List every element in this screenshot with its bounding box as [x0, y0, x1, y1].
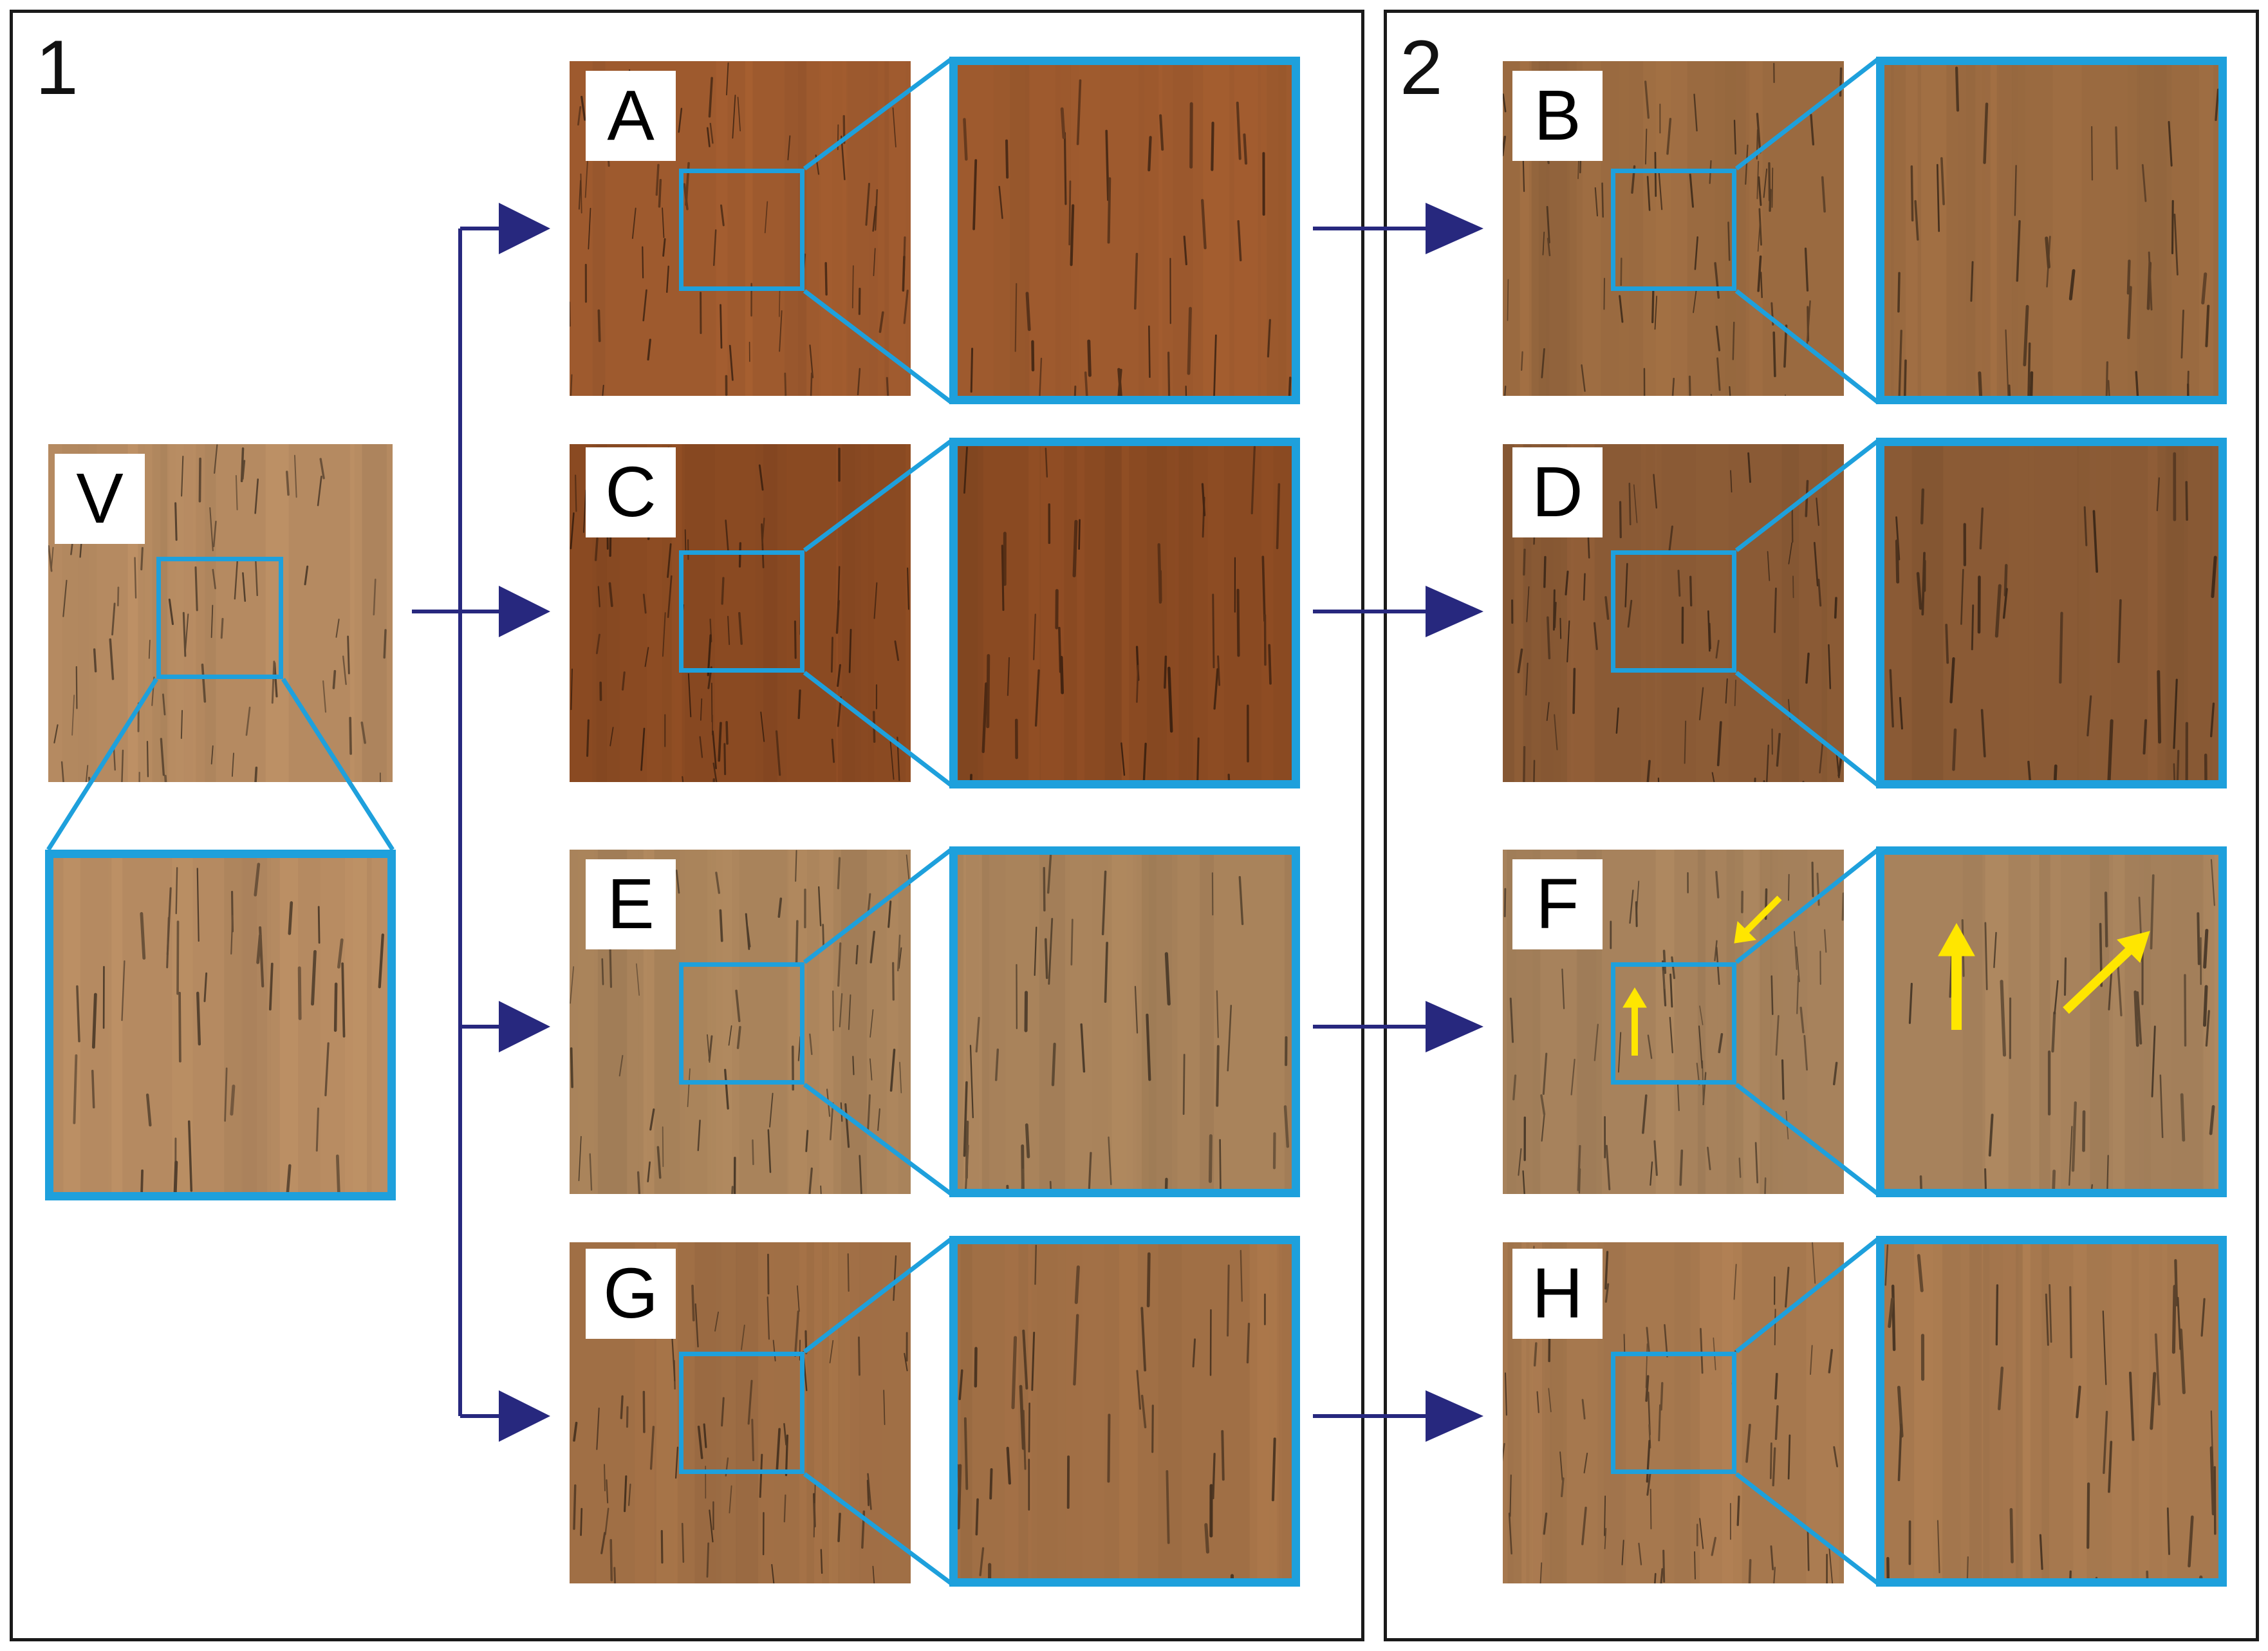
sample-label-a: A	[586, 71, 676, 161]
sample-label-v: V	[55, 454, 145, 544]
zoom-photo-c	[949, 438, 1300, 788]
selection-box-b	[1611, 169, 1736, 291]
selection-box-c	[679, 550, 804, 673]
sample-label-f: F	[1512, 859, 1603, 949]
zoom-line-b-bottom	[1734, 289, 1880, 404]
sample-label-e: E	[586, 859, 676, 949]
selection-box-v	[156, 557, 283, 679]
zoom-line-a-top	[803, 57, 953, 171]
panel-1-frame	[10, 10, 1364, 1641]
defect-arrow-icon	[1938, 922, 1975, 956]
zoom-photo-d	[1876, 438, 2227, 788]
zoom-line-v-left	[46, 678, 158, 851]
zoom-line-v-right	[281, 678, 395, 851]
zoom-line-g-top	[803, 1237, 953, 1354]
selection-box-g	[679, 1352, 804, 1474]
defect-arrow-icon	[1622, 987, 1647, 1008]
zoom-photo-g	[949, 1236, 1300, 1587]
flow-arrow-icon	[1426, 1001, 1483, 1052]
zoom-line-g-bottom	[803, 1472, 953, 1585]
flow-arrow-icon	[499, 586, 550, 637]
sample-label-g: G	[586, 1249, 676, 1339]
selection-box-a	[679, 169, 804, 291]
flow-arrow-icon	[499, 1390, 550, 1442]
zoom-line-d-bottom	[1734, 671, 1880, 787]
zoom-line-e-bottom	[803, 1083, 953, 1196]
zoom-line-f-top	[1734, 848, 1880, 964]
sample-label-b: B	[1512, 71, 1603, 161]
selection-box-h	[1611, 1352, 1736, 1474]
sample-label-d: D	[1512, 447, 1603, 537]
zoom-line-a-bottom	[803, 289, 953, 404]
zoom-line-e-top	[803, 848, 953, 964]
zoom-line-f-bottom	[1734, 1083, 1880, 1196]
selection-box-e	[679, 962, 804, 1085]
zoom-line-h-bottom	[1734, 1472, 1880, 1585]
zoom-line-c-bottom	[803, 671, 953, 787]
flow-arrow-icon	[1426, 1390, 1483, 1442]
zoom-photo-v	[45, 850, 396, 1200]
defect-arrow-icon	[1743, 895, 1782, 935]
zoom-photo-e	[949, 846, 1300, 1197]
zoom-line-h-top	[1734, 1237, 1880, 1354]
zoom-photo-a	[949, 57, 1300, 404]
zoom-line-c-top	[803, 439, 953, 552]
panel-2-number: 2	[1400, 24, 1443, 111]
zoom-photo-b	[1876, 57, 2227, 404]
flow-arrow-icon	[1426, 203, 1483, 254]
panel-1-number: 1	[35, 24, 79, 111]
flow-arrow-icon	[1426, 586, 1483, 637]
zoom-line-d-top	[1734, 439, 1880, 552]
sample-label-c: C	[586, 447, 676, 537]
defect-arrow-icon	[2063, 946, 2133, 1014]
panel-2-frame	[1384, 10, 2259, 1641]
flow-arrow-icon	[499, 203, 550, 254]
defect-arrow-icon	[1734, 920, 1757, 944]
defect-arrow-icon	[2117, 931, 2150, 963]
zoom-line-b-top	[1734, 57, 1880, 171]
sample-photo-v	[48, 444, 393, 782]
selection-box-d	[1611, 550, 1736, 673]
flow-arrow-icon	[499, 1001, 550, 1052]
selection-box-f	[1611, 962, 1736, 1085]
zoom-photo-f	[1876, 846, 2227, 1197]
zoom-photo-h	[1876, 1236, 2227, 1587]
sample-label-h: H	[1512, 1249, 1603, 1339]
